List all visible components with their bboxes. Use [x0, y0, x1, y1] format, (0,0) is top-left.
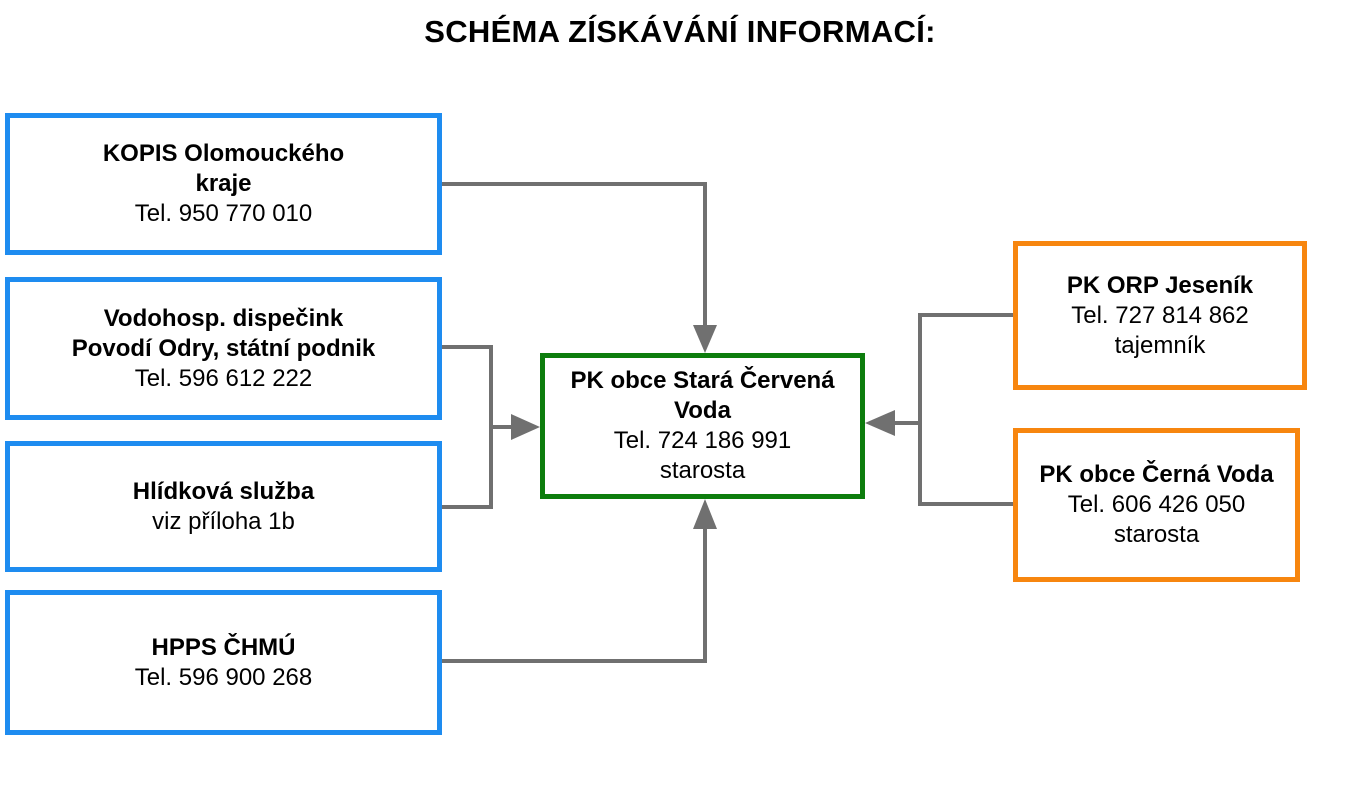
partner-role: starosta: [1113, 521, 1200, 548]
source-name: Vodohosp. dispečink Povodí Odry, státní …: [71, 304, 376, 362]
connector-hpps-to-center: [442, 522, 707, 663]
center-phone: Tel. 724 186 991: [613, 427, 792, 454]
source-kopis-box: KOPIS Olomouckého kraje Tel. 950 770 010: [5, 113, 442, 255]
source-hpps-box: HPPS ČHMÚ Tel. 596 900 268: [5, 590, 442, 735]
partner-name: PK ORP Jeseník: [1066, 271, 1254, 299]
source-phone: Tel. 950 770 010: [134, 200, 313, 227]
partner-phone: Tel. 727 814 862: [1071, 301, 1249, 329]
partner-orp-box: PK ORP Jeseník Tel. 727 814 862 tajemník: [1013, 241, 1307, 390]
center-role: starosta: [659, 457, 746, 484]
arrowhead-left: [865, 410, 895, 436]
connector-vodohosp-hlidkova-merge: [442, 345, 493, 509]
arrowhead-up: [693, 499, 717, 529]
partner-name: PK obce Černá Voda: [1039, 461, 1274, 488]
source-reference: viz příloha 1b: [152, 507, 295, 535]
center-name: PK obce Stará Červená Voda: [570, 367, 835, 424]
partner-phone: Tel. 606 426 050: [1067, 491, 1246, 518]
center-pk-box: PK obce Stará Červená Voda Tel. 724 186 …: [540, 353, 865, 499]
source-name: KOPIS Olomouckého kraje: [102, 140, 345, 197]
source-phone: Tel. 596 612 222: [134, 364, 313, 392]
arrowhead-down: [693, 325, 717, 353]
source-name: Hlídková služba: [132, 477, 315, 505]
partner-cerna-voda-box: PK obce Černá Voda Tel. 606 426 050 star…: [1013, 428, 1300, 582]
source-hlidkova-box: Hlídková služba viz příloha 1b: [5, 441, 442, 572]
partner-role: tajemník: [1114, 331, 1206, 359]
source-vodohosp-box: Vodohosp. dispečink Povodí Odry, státní …: [5, 277, 442, 420]
connector-kopis-to-center: [442, 182, 707, 330]
connector-partners-merge: [918, 313, 1013, 506]
arrowhead-right: [511, 414, 540, 440]
source-name: HPPS ČHMÚ: [151, 633, 296, 661]
diagram-title: SCHÉMA ZÍSKÁVÁNÍ INFORMACÍ:: [424, 14, 936, 49]
source-phone: Tel. 596 900 268: [134, 663, 313, 691]
